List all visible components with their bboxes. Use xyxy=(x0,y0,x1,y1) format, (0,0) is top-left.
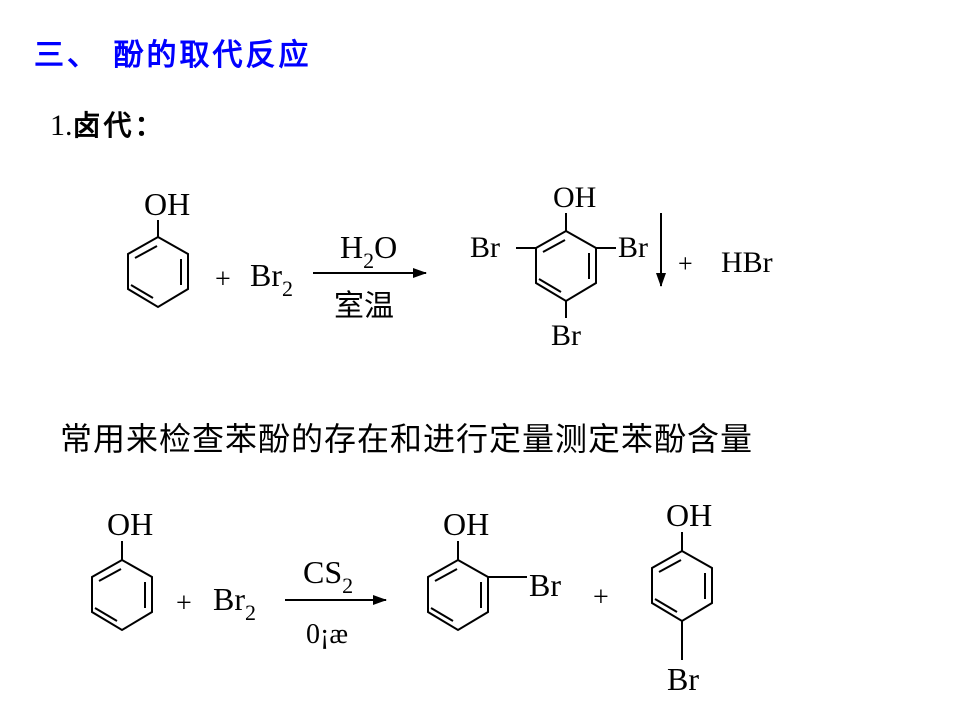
product-double-bonds xyxy=(538,239,590,293)
reaction-2: OH + Br2 CS2 0¡æ OH Br + xyxy=(91,497,713,697)
product-benzene-ring xyxy=(535,229,597,303)
hydroxyl-label-2: OH xyxy=(107,506,153,542)
bromine-symbol: Br xyxy=(250,257,282,293)
ortho-hydroxyl-label: OH xyxy=(443,506,489,542)
right-bromo-label: Br xyxy=(618,231,648,264)
section-heading: 1.卤代： xyxy=(50,104,166,144)
para-benzene-ring xyxy=(651,549,713,623)
plus-sign-2: + xyxy=(678,249,693,278)
hydrogen-bromide-label: HBr xyxy=(721,246,773,279)
bromine-subscript-2: 2 xyxy=(245,600,256,625)
double-bonds xyxy=(130,245,182,299)
bromine-subscript: 2 xyxy=(282,276,293,301)
bromine-reagent: Br2 xyxy=(250,257,293,301)
bromine-symbol-2: Br xyxy=(213,581,245,617)
hydroxyl-label: OH xyxy=(144,186,190,222)
plus-sign: + xyxy=(215,264,231,295)
plus-sign-3: + xyxy=(176,588,192,619)
ortho-bromo-label: Br xyxy=(529,567,561,603)
bromine-reagent-2: Br2 xyxy=(213,581,256,625)
slide-title: 三、 酚的取代反应 xyxy=(34,38,312,73)
reaction-1: OH + Br2 H2O 室温 OH Br Br xyxy=(127,181,773,352)
para-double-bonds xyxy=(654,559,706,613)
usage-note: 常用来检查苯酚的存在和进行定量测定苯酚含量 xyxy=(60,420,754,458)
para-bromo-label: Br xyxy=(667,661,699,697)
phenol-molecule-2: OH xyxy=(91,506,153,632)
left-bromo-label: Br xyxy=(470,231,500,264)
para-bromophenol-molecule: OH Br xyxy=(651,497,713,697)
phenol-molecule: OH xyxy=(127,186,190,309)
benzene-ring xyxy=(127,235,189,309)
water-h: H xyxy=(340,229,363,265)
condition-temperature: 0¡æ xyxy=(306,619,348,650)
plus-sign-4: + xyxy=(593,582,609,613)
bottom-bromo-label: Br xyxy=(551,319,581,352)
ortho-benzene-ring xyxy=(427,558,489,632)
ortho-bromophenol-molecule: OH Br xyxy=(427,506,561,632)
product-hydroxyl-label: OH xyxy=(553,181,596,214)
cs-symbol: CS xyxy=(303,554,342,590)
condition-carbon-disulfide: CS2 xyxy=(303,554,353,598)
para-hydroxyl-label: OH xyxy=(666,497,712,533)
water-subscript: 2 xyxy=(363,248,374,273)
double-bonds-2 xyxy=(94,568,146,622)
tribromophenol-molecule: OH Br Br Br xyxy=(470,181,648,352)
water-o: O xyxy=(374,229,397,265)
section-label: 卤代： xyxy=(72,109,166,142)
condition-water: H2O xyxy=(340,229,397,273)
section-number: 1. xyxy=(50,109,73,142)
ortho-double-bonds xyxy=(430,568,482,622)
cs-subscript: 2 xyxy=(342,573,353,598)
condition-room-temp: 室温 xyxy=(334,289,394,324)
benzene-ring-2 xyxy=(91,558,153,632)
